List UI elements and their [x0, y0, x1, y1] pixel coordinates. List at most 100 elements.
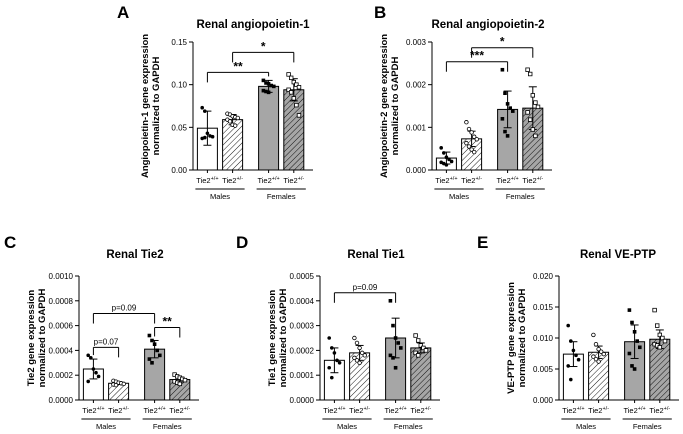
y-axis-label: Angiopoietin-1 gene expressionnormalized… [140, 34, 162, 178]
group-label: Females [153, 422, 182, 431]
data-point [444, 163, 449, 167]
data-point [535, 104, 541, 110]
y-axis-label: VE-PTP gene expressionnormalized to GAPD… [506, 282, 528, 394]
data-point [569, 377, 573, 382]
data-point [396, 341, 400, 345]
data-point [635, 339, 639, 343]
significance-label: * [500, 35, 505, 49]
y-tick-label: 0.0003 [290, 322, 315, 331]
data-point [413, 350, 418, 356]
data-point [121, 381, 126, 387]
x-tick-label: Tie2+/- [588, 406, 609, 415]
data-point [444, 155, 449, 159]
data-point [449, 159, 454, 164]
data-point [182, 377, 188, 383]
data-point [474, 137, 479, 142]
data-point [601, 351, 606, 357]
data-point [360, 350, 365, 356]
bar [258, 85, 280, 171]
data-point [596, 359, 601, 364]
y-tick-label: 0.0000 [49, 396, 74, 405]
data-point [150, 361, 154, 365]
x-tick-label: Tie2+/+ [323, 406, 345, 415]
x-tick-label: Tie2+/- [169, 406, 190, 415]
data-point [415, 353, 421, 358]
data-point [261, 78, 266, 83]
data-point [413, 333, 418, 338]
data-point [266, 82, 271, 86]
bar [108, 382, 130, 401]
data-point [472, 134, 477, 139]
data-point [286, 87, 291, 92]
data-point [330, 346, 334, 350]
x-tick-label: Tie2+/- [461, 176, 482, 185]
x-tick-label: Tie2+/+ [384, 406, 406, 415]
data-point [447, 157, 451, 162]
panel-title: Renal angiopoietin-2 [431, 19, 544, 31]
data-point [337, 361, 342, 365]
data-point [393, 365, 398, 370]
data-point [528, 71, 533, 77]
data-point [657, 332, 662, 338]
data-point [264, 89, 268, 94]
bar [222, 119, 244, 171]
data-point [266, 90, 271, 95]
data-point [393, 336, 398, 340]
data-point [599, 349, 604, 354]
x-tick-label: Tie2+/- [649, 406, 670, 415]
data-point [362, 353, 367, 358]
data-point [638, 345, 642, 350]
panel-title: Renal angiopoietin-1 [196, 19, 310, 31]
data-point [388, 299, 393, 303]
panel-letter: B [374, 3, 386, 22]
data-point [113, 382, 119, 388]
data-point [327, 365, 332, 370]
group-label: Females [506, 192, 535, 201]
y-axis-label: Tie2 gene expressionnormalized to GAPDH [26, 289, 48, 388]
x-tick-label: Tie2+/+ [496, 176, 518, 185]
data-point [632, 330, 637, 334]
data-point [227, 119, 233, 124]
panel-letter: A [117, 3, 129, 22]
data-point [566, 364, 570, 368]
data-point [327, 336, 332, 340]
data-point [352, 355, 357, 361]
x-tick-label: Tie2+/- [283, 176, 304, 185]
y-tick-label: 0.00 [171, 166, 187, 175]
data-point [511, 109, 515, 113]
y-tick-label: 0.000 [533, 396, 554, 405]
data-point [150, 338, 154, 343]
y-axis-label: Angiopoietin-2 gene expressionnormalized… [379, 34, 401, 178]
data-point [593, 342, 599, 347]
data-point [86, 379, 90, 384]
significance-label: * [261, 39, 266, 53]
data-point [354, 358, 360, 363]
data-point [530, 93, 535, 98]
significance-label: *** [470, 49, 484, 63]
data-point [94, 370, 98, 375]
y-tick-label: 0.020 [533, 272, 554, 281]
significance-label: ** [163, 315, 173, 329]
data-point [464, 120, 469, 125]
data-point [662, 338, 668, 344]
group-label: Males [337, 422, 357, 431]
data-point [399, 346, 403, 350]
data-point [500, 117, 505, 121]
y-tick-label: 0.010 [533, 334, 554, 343]
y-tick-label: 0.0006 [49, 322, 74, 331]
panel-letter: E [477, 233, 488, 252]
x-tick-label: Tie2+/+ [623, 406, 645, 415]
data-point [415, 338, 421, 343]
y-tick-label: 0.000 [406, 166, 427, 175]
data-point [391, 323, 395, 328]
panel-title: Renal VE-PTP [580, 249, 656, 261]
data-point [418, 343, 423, 348]
data-point [205, 131, 210, 136]
data-point [388, 353, 393, 358]
data-point [660, 335, 665, 341]
data-point [533, 133, 538, 139]
data-point [354, 340, 360, 346]
data-point [296, 85, 302, 90]
y-tick-label: 0.15 [171, 38, 187, 47]
data-point [357, 360, 362, 365]
